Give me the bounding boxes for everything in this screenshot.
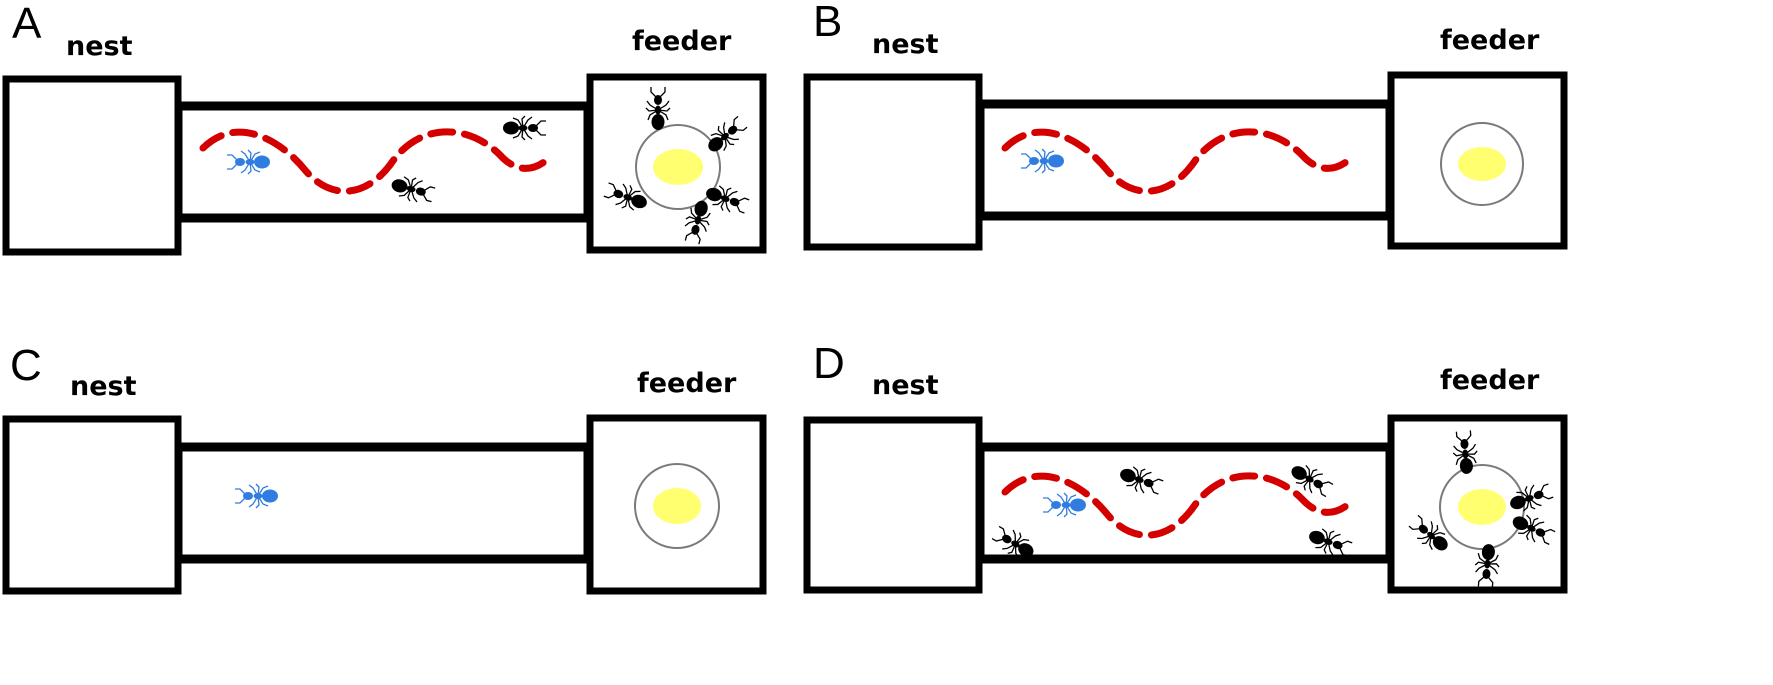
- food-drop: [1458, 489, 1506, 525]
- panel-letter: C: [10, 341, 42, 390]
- pheromone-trail: [1001, 128, 1358, 195]
- feeder-label: feeder: [1440, 25, 1540, 56]
- feeder-label: feeder: [632, 26, 732, 57]
- food-drop: [1458, 147, 1506, 181]
- nest-chamber: [2, 415, 182, 595]
- nest-label: nest: [872, 370, 939, 401]
- nest-chamber: [803, 73, 983, 251]
- feeder-label: feeder: [637, 368, 737, 399]
- pheromone-trail: [1001, 472, 1358, 539]
- feeder-label: feeder: [1440, 365, 1540, 396]
- panel-letter: D: [813, 339, 845, 388]
- panel-letter: B: [813, 0, 842, 46]
- nest-label: nest: [66, 31, 133, 62]
- panel-a: A nest feeder: [2, 0, 767, 256]
- nest-label: nest: [70, 371, 137, 402]
- nest-chamber: [803, 416, 983, 594]
- nest-chamber: [2, 75, 182, 256]
- nest-label: nest: [872, 29, 939, 60]
- panel-d: D nest feeder: [803, 339, 1568, 594]
- food-drop: [653, 149, 703, 185]
- panel-letter: A: [12, 0, 42, 48]
- food-drop: [653, 488, 701, 524]
- panel-b: B nest feeder: [803, 0, 1568, 251]
- panel-c: C nest feeder: [2, 341, 767, 595]
- pheromone-trail: [199, 128, 556, 195]
- feeder-chamber: [1387, 71, 1568, 250]
